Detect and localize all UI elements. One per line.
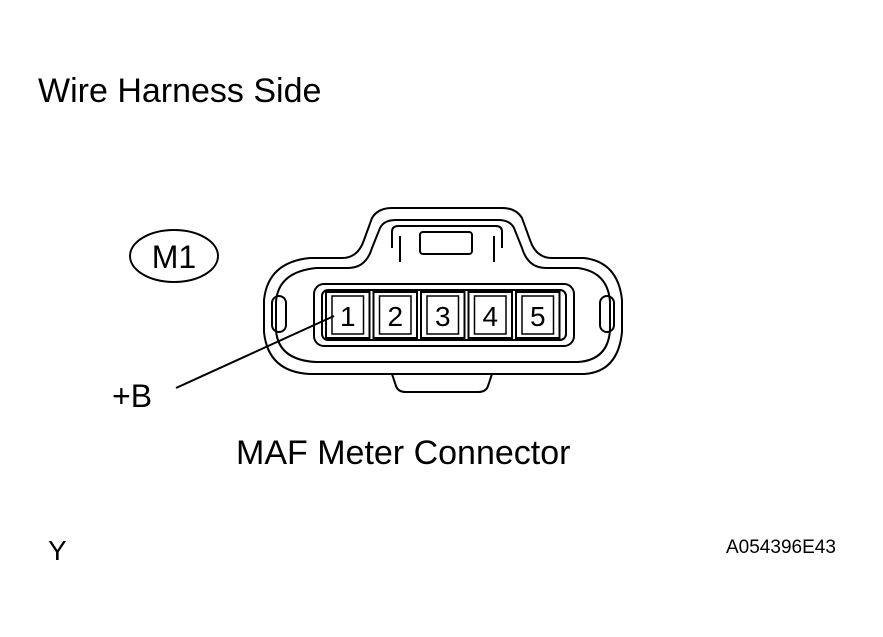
terminal-block-outer bbox=[313, 283, 575, 347]
pin-cavity-outline bbox=[467, 291, 513, 339]
pin-number: 1 bbox=[340, 301, 356, 332]
latch-outer bbox=[391, 225, 503, 248]
housing-outer-shell bbox=[263, 207, 623, 375]
callout-label: +B bbox=[112, 378, 153, 414]
pin-cavity-1: 1 bbox=[325, 291, 371, 339]
callout-leader-line bbox=[175, 315, 335, 389]
pin-cavity-2: 2 bbox=[372, 291, 418, 339]
terminal-block-inner bbox=[321, 289, 567, 341]
latch-tab bbox=[419, 231, 473, 255]
figure-id: A054396E43 bbox=[726, 537, 836, 558]
pin-number: 4 bbox=[482, 301, 498, 332]
pin-cavity-inner bbox=[378, 295, 412, 335]
pin-cavity-outline bbox=[325, 291, 371, 339]
connector-code-badge: M1 bbox=[129, 229, 219, 283]
connector-housing bbox=[263, 207, 623, 393]
connector-code-text: M1 bbox=[152, 239, 196, 275]
pin-cavity-5: 5 bbox=[515, 291, 561, 339]
pin-cavity-inner bbox=[521, 295, 555, 335]
pin-number: 3 bbox=[435, 301, 451, 332]
pin-cavity-inner bbox=[473, 295, 507, 335]
pin-number: 5 bbox=[530, 301, 546, 332]
pin-cavity-3: 3 bbox=[420, 291, 466, 339]
housing-inner-shell bbox=[275, 219, 611, 363]
pin-cavity-inner bbox=[426, 295, 460, 335]
side-rib-left bbox=[271, 295, 287, 333]
pin-cavity-inner bbox=[331, 295, 365, 335]
connector-code-ellipse bbox=[129, 229, 219, 283]
pin-number: 2 bbox=[387, 301, 403, 332]
pin-cavity-outline bbox=[372, 291, 418, 339]
heading-text: Wire Harness Side bbox=[38, 72, 322, 110]
pin-cavity-4: 4 bbox=[467, 291, 513, 339]
connector-name: MAF Meter Connector bbox=[236, 434, 571, 472]
side-rib-right bbox=[599, 295, 615, 333]
footer-left-code: Y bbox=[48, 535, 67, 566]
bottom-key bbox=[391, 373, 493, 393]
pin-cavity-outline bbox=[515, 291, 561, 339]
pin-cavity-outline bbox=[420, 291, 466, 339]
